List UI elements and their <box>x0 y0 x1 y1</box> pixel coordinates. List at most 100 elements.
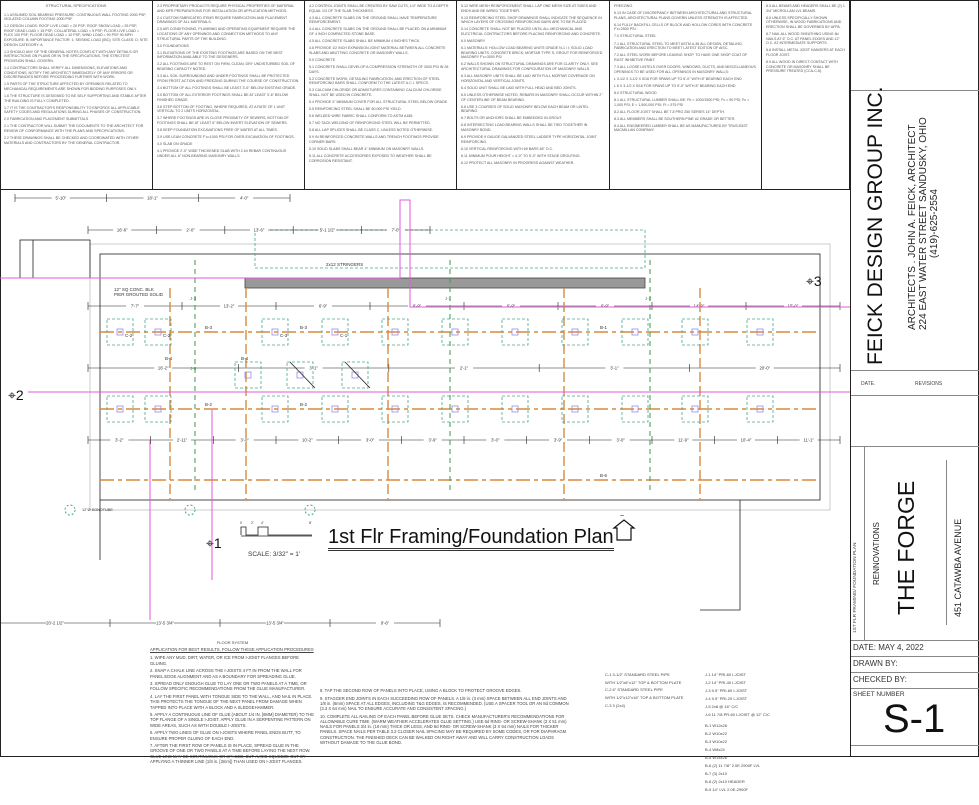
spec-note: 6.5 UNLESS OTHERWISE NOTED, REBARS IN MA… <box>461 92 603 102</box>
column-schedule-item: WITH 1/2"x12"x16" TOP & BOTTOM PLATE <box>605 695 684 701</box>
joist-schedule-item: J-2 14" PRI-40 I-JOIST <box>705 679 746 685</box>
beam-label: B-1 <box>600 325 608 330</box>
column-icon <box>271 328 279 336</box>
footing <box>144 318 172 346</box>
footing <box>341 361 369 389</box>
footing <box>441 318 469 346</box>
column-icon <box>331 405 339 413</box>
footing <box>621 395 649 423</box>
spec-note: 4.5 ALL CONCRETE SLABS SHALL BE MINIMUM … <box>309 39 421 44</box>
column-icon <box>756 328 764 336</box>
footing <box>681 318 709 346</box>
spec-note: 1.2 DESIGN LOADS: ROOF LIVE LOAD = 20 PS… <box>4 24 148 47</box>
joist-label: J-1 <box>445 296 452 301</box>
date-column-header: DATE. <box>861 381 876 387</box>
footing <box>746 318 774 346</box>
spec-note: FREEZING. <box>614 4 634 8</box>
spec-note: 1.3 SHOULD ANY OF THE GENERAL NOTES CONF… <box>4 49 138 63</box>
column-label: C-3 <box>280 333 288 338</box>
footing <box>261 318 289 346</box>
application-step: 8. TAP THE SECOND ROW OF PANELS INTO PLA… <box>320 688 522 693</box>
title-block: FEICK DESIGN GROUP INC. ARCHITECTS . JOH… <box>850 0 979 757</box>
revisions-column-header: REVISIONS <box>915 381 943 387</box>
beam-schedule-item: B-9 14" LVL 2.0E-2900F <box>705 786 749 792</box>
beam-label: B-6 <box>600 473 608 478</box>
dimension-label: 18'-1" <box>147 196 158 201</box>
dimension-label: 2'-0" <box>186 228 195 233</box>
building-outline <box>99 253 821 501</box>
column-label: C-1 <box>340 333 348 338</box>
spec-note: 6.12 PROTECT ALL MASONRY IN PROGRESS AGA… <box>461 160 575 165</box>
beam-label: B-4 <box>165 356 173 361</box>
column-icon <box>154 405 162 413</box>
joist-label: J-2 <box>645 296 652 301</box>
spec-note: 5.5 REINFORCING STEEL SHALL BE 60,000 PS… <box>309 107 402 112</box>
spec-note: 5.10 SOLID SLABS SHALL BEAR 4" MINIMUM O… <box>309 147 425 152</box>
dimension-label: 5'-1 1/2" <box>320 228 336 233</box>
spec-note: 1.1 ASSUMED SOIL BEARING PRESSURE: CONTI… <box>4 12 147 22</box>
dimension-label: 5'-10" <box>55 196 66 201</box>
brace-line <box>289 361 316 389</box>
plan-svg: 5'-10"18'-1"4'-0"16'-6"2'-0"13'-6"5'-1 1… <box>0 194 850 627</box>
spec-note: 6.8 INTERSECTING LOAD BEARING WALLS SHAL… <box>461 123 588 132</box>
spec-note: L 3-1/2 X 3-1/2 X 5/16 FOR SPANS UP TO 6… <box>614 76 742 81</box>
notes-column-4: 5.12 WIRE MESH REINFORCEMENT SHALL LAP O… <box>457 0 610 190</box>
footing <box>501 395 529 423</box>
spec-note: 6.6 USE 3 COURSES OF SOLID MASONRY BELOW… <box>461 104 589 114</box>
footing <box>681 395 709 423</box>
joist-schedule-item: J-4 9.5" PRI-20 I-JOIST <box>705 695 748 701</box>
phone-line: (419)-625-2554 <box>929 189 940 259</box>
notes-column-1: STRUCTURAL SPECIFICATIONS 1.1 ASSUMED SO… <box>0 0 153 190</box>
notes-column-3: 4.2 CONTROL JOINTS SHALL BE CREATED BY S… <box>305 0 457 190</box>
joist-schedule-item: J-3 9.5" PRI-60 I-JOIST <box>705 687 748 693</box>
lower-projection <box>99 500 741 611</box>
notes-column-6: 8.5 ALL BEAMS AND HEADERS SHALL BE (2) 1… <box>762 0 850 190</box>
joist-schedule-item: J-5 2x8 @ 16" C/C <box>705 703 739 709</box>
dimension-label: 3'-2" <box>115 438 124 443</box>
spec-note: 2.0 FABRICATION AND PLACEMENT SUBMITTALS <box>4 117 89 122</box>
spec-note: 3.9 USE LEAN CONCRETE F'c=1000 PSI FOR O… <box>157 135 295 140</box>
column-icon <box>691 405 699 413</box>
joist-schedule-item: J-1 14" PRI-60 I-JOIST <box>705 672 746 677</box>
column-icon <box>511 328 519 336</box>
brace-line <box>344 361 371 389</box>
footing <box>381 318 409 346</box>
column-icon <box>571 405 579 413</box>
application-step: 6. APPLY TWO LINES OF GLUE ON I-JOISTS W… <box>150 730 301 741</box>
notes-column-2: 2.3 PROPRIETARY PRODUCTS REQUIRE PHYSICA… <box>153 0 305 190</box>
spec-note: 5.3 CALCIUM CHLORIDE OR ADMIXTURES CONTA… <box>309 88 442 97</box>
footing-outline <box>89 243 831 511</box>
column-schedule-item: WITH 1/2"x8"x12" TOP & BOTTOM PLATE <box>605 679 682 685</box>
spec-note: 4.3 ALL CONCRETE SLABS ON THE GROUND SHA… <box>309 15 437 25</box>
scale-bar <box>240 526 312 537</box>
application-step: 5. APPLY A CONTINUOUS LINE OF GLUE (ABOU… <box>150 712 315 728</box>
column-icon <box>511 405 519 413</box>
dimension-label: 3'-0" <box>491 438 500 443</box>
spec-note: 4.6 PROVIDE 1/2 INCH EXPANSION JOINT MAT… <box>309 46 446 55</box>
beam-schedule-item: B-4 W8x24 <box>705 747 725 753</box>
spec-note: 8.2 ALL FLOOR JOIST SHALL BE TJI PRO 250… <box>614 109 725 114</box>
dimension-label: 3'-0" <box>616 438 625 443</box>
section-lines <box>0 199 850 620</box>
spec-note: 2.4 CUSTOM FABRICATED ITEMS REQUIRE FABR… <box>157 15 288 25</box>
scale-tick-label: 8' <box>309 521 312 525</box>
framing-plan-drawing: 5'-10"18'-1"4'-0"16'-6"2'-0"13'-6"5'-1 1… <box>0 190 850 640</box>
beam-schedule-item: B-5 W14x26 <box>705 755 728 761</box>
spec-note: 8.6 UNLESS SPECIFICALLY SHOWN OTHERWISE,… <box>766 15 842 29</box>
spec-note: 2.1 THE CONTRACTOR WILL SUBMIT THE DOCUM… <box>4 124 144 134</box>
spec-note: 8.5 ALL BEAMS AND HEADERS SHALL BE (2) 1… <box>766 4 845 13</box>
spec-note: 1.7 IT IS THE CONTRACTOR'S RESPONSIBILIT… <box>4 105 142 115</box>
column-icon <box>391 328 399 336</box>
footing <box>234 361 262 389</box>
drawn-by-field: DRAWN BY: <box>853 659 898 668</box>
spec-note: 5.1 CONCRETE SHALL DEVELOP A COMPRESSION… <box>309 64 449 74</box>
column-schedule-item: C-1 3-1/2" STANDARD STEEL PIPE <box>605 672 670 677</box>
spec-note: 5.4 PROVIDE 3" MINIMUM COVER FOR ALL STR… <box>309 100 449 104</box>
spec-note: 6.7 BOLTS OR ANCHORS SHALL BE EMBEDDED I… <box>461 116 563 121</box>
dimension-label: 20'-0" <box>759 366 770 371</box>
spec-note: 5.14 CONCRETE SHALL NOT BE PLACED UNTIL … <box>461 27 601 36</box>
footing <box>381 395 409 423</box>
dimension-label: 13'-2" <box>224 304 235 309</box>
spec-note: 8.3 ALL MEMBERS SHALL BE SOUTHERN PINE #… <box>614 116 736 121</box>
spec-note: 6.9 PROVIDE 9 GAUGE GALVANIZED STEEL LAD… <box>461 135 597 144</box>
